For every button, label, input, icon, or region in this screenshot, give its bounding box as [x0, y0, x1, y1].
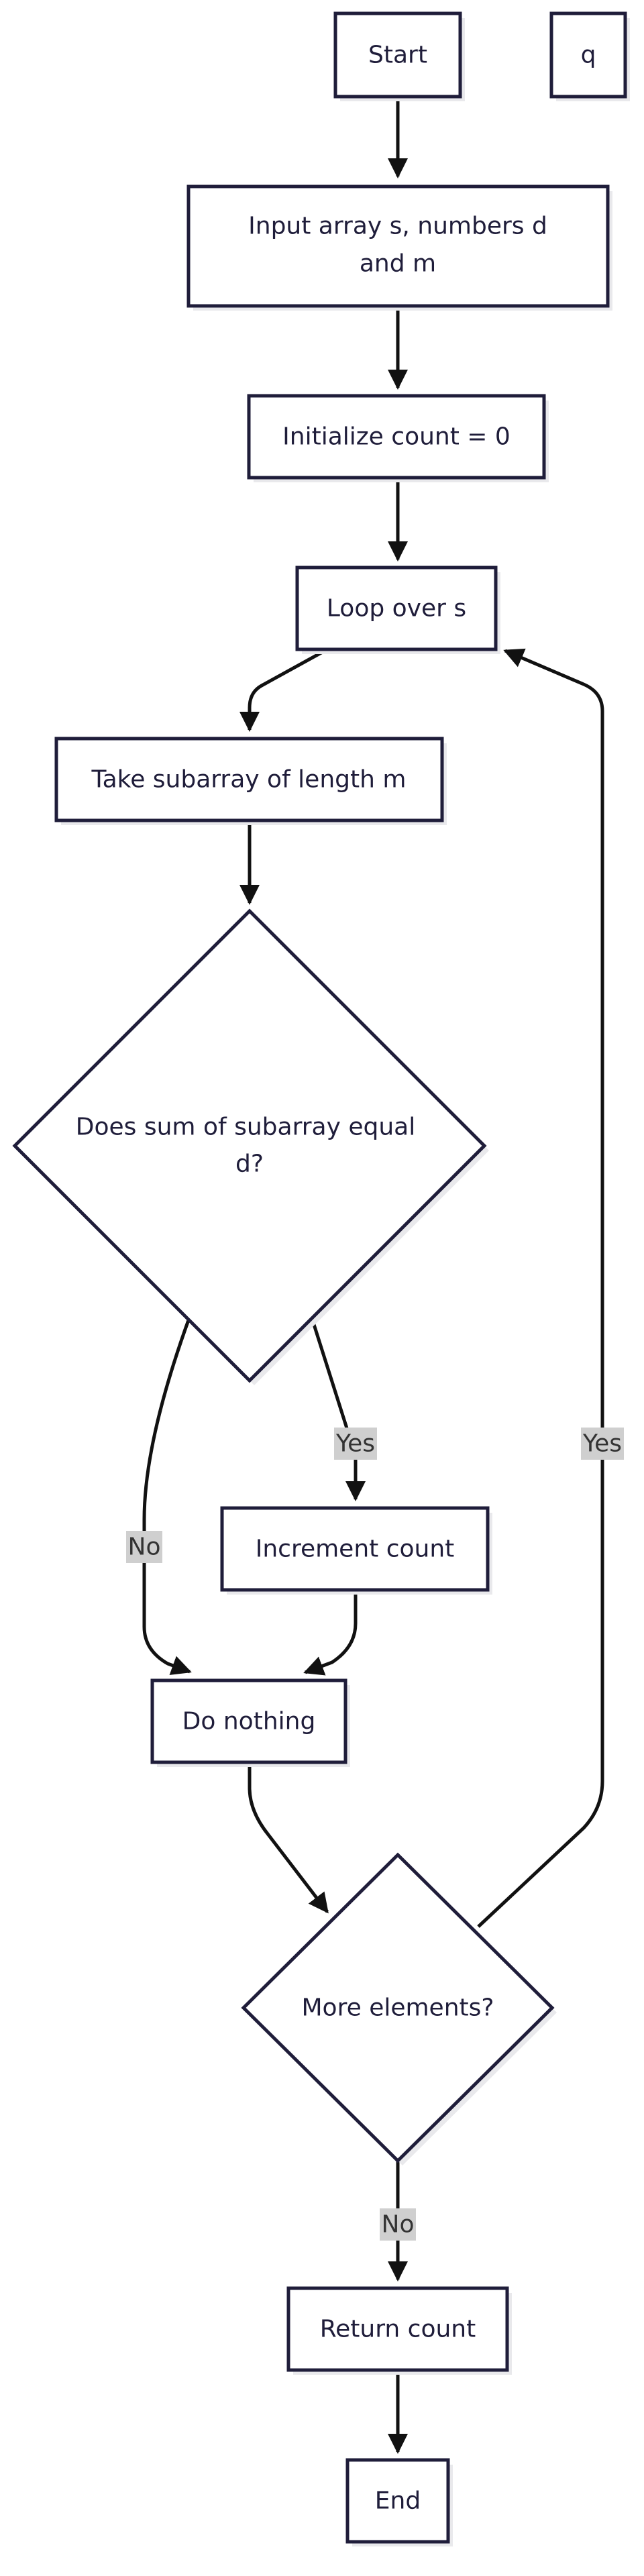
node-does-sum-label-line1: Does sum of subarray equal: [76, 1114, 415, 1141]
node-return: Return count: [286, 2286, 512, 2375]
node-take: Take subarray of length m: [54, 737, 447, 825]
edge-label-yes-loop-bg: [581, 1428, 624, 1460]
node-do-nothing-label: Do nothing: [182, 1708, 316, 1735]
node-input-label-line1: Input array s, numbers d: [248, 213, 547, 240]
edge-label-yes-increment-bg: [334, 1428, 377, 1460]
node-increment-label: Increment count: [256, 1536, 455, 1563]
node-end-label: End: [375, 2487, 421, 2515]
node-take-label: Take subarray of length m: [91, 766, 407, 794]
node-increment: Increment count: [220, 1506, 492, 1595]
node-more-elements-label: More elements?: [302, 1994, 494, 2022]
node-q: q: [549, 11, 630, 101]
edge-label-no-return-bg: [380, 2208, 416, 2241]
node-init-label: Initialize count = 0: [282, 423, 511, 451]
edge-label-no-nothing-bg: [126, 1531, 162, 1563]
edge-more-to-loop: [477, 648, 604, 1928]
node-end: End: [345, 2458, 453, 2546]
node-start: Start: [333, 11, 465, 101]
node-loop: Loop over s: [295, 566, 500, 654]
node-q-label: q: [581, 42, 596, 69]
node-more-elements: More elements?: [241, 1852, 557, 2165]
node-does-sum: Does sum of subarray equal d?: [12, 908, 489, 1385]
node-init: Initialize count = 0: [247, 394, 549, 482]
nodes: Start q Input array s, numbers d and m I…: [12, 11, 630, 2546]
node-does-sum-label-line2: d?: [235, 1150, 264, 1178]
edge-decision-to-nothing: [142, 1318, 192, 1675]
edge-label-yes-increment: Yes: [335, 1430, 375, 1458]
edge-label-no-return: No: [382, 2211, 415, 2239]
node-input: Input array s, numbers d and m: [186, 184, 612, 311]
edge-decision-to-increment: [310, 1318, 366, 1501]
node-start-label: Start: [368, 42, 427, 69]
node-return-label: Return count: [320, 2316, 476, 2343]
edge-labels: Yes No Yes No: [126, 1428, 624, 2241]
edge-increment-to-nothing: [303, 1590, 358, 1676]
edge-loop-to-take: [239, 647, 329, 732]
edge-label-no-nothing: No: [128, 1534, 161, 1561]
node-input-label-line2: and m: [360, 250, 436, 278]
edge-label-yes-loop: Yes: [582, 1430, 622, 1458]
node-do-nothing: Do nothing: [150, 1678, 350, 1767]
node-loop-label: Loop over s: [327, 595, 466, 623]
edge-nothing-to-more: [248, 1762, 329, 1914]
